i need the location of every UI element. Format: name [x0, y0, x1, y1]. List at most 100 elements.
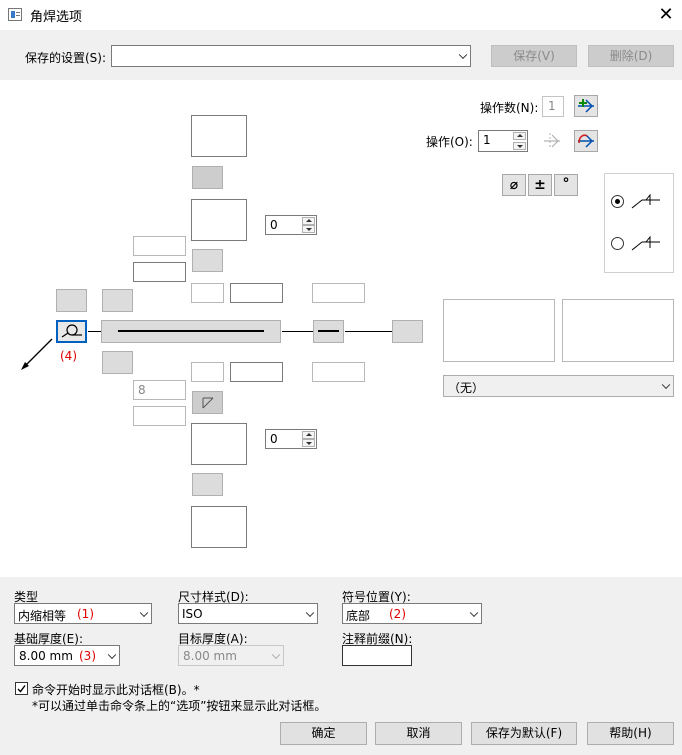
leader-arrow-icon: [21, 338, 53, 370]
delete-button[interactable]: 删除(D): [588, 45, 674, 67]
lower-pitch-field[interactable]: [312, 362, 365, 382]
remove-operation-button[interactable]: [574, 130, 598, 152]
checkmark-icon: [17, 685, 26, 693]
split-operation-button[interactable]: [540, 130, 564, 152]
chevron-down-icon: [271, 650, 281, 659]
help-button[interactable]: 帮助(H): [587, 722, 674, 745]
split-op-icon: [544, 133, 560, 149]
tail-line: [318, 330, 339, 332]
type-combo[interactable]: 内缩相等 (1): [14, 603, 152, 624]
upper-count-spinner[interactable]: 0: [265, 215, 317, 235]
symbol-style-group: [604, 173, 674, 273]
weld-all-around-button[interactable]: [56, 320, 87, 343]
lower-count-spinner[interactable]: 0: [265, 429, 317, 449]
lower-field-bottom[interactable]: [191, 506, 247, 548]
ref-line-segment-3: [345, 331, 392, 332]
symbol-position-combo[interactable]: 底部 (2): [342, 603, 482, 624]
upper-size-field[interactable]: [191, 283, 224, 303]
target-thickness-label: 目标厚度(A):: [178, 632, 248, 646]
add-operation-button[interactable]: [574, 95, 598, 117]
target-thickness-combo[interactable]: 8.00 mm: [178, 645, 284, 666]
type-value: 内缩相等: [18, 609, 67, 623]
upper-field-mid[interactable]: [191, 199, 247, 241]
left-symbol-upper-1[interactable]: [56, 289, 87, 312]
left-symbol-lower[interactable]: [102, 351, 133, 374]
cancel-button[interactable]: 取消: [375, 722, 462, 745]
degree-symbol-button[interactable]: °: [554, 174, 578, 196]
left-symbol-upper-2[interactable]: [102, 289, 133, 312]
target-thickness-value: 8.00 mm: [183, 649, 237, 663]
op-spinner[interactable]: 1: [478, 130, 528, 152]
preview-box-left[interactable]: [443, 299, 555, 362]
chevron-down-icon: [469, 608, 479, 617]
saved-settings-label: 保存的设置(S):: [25, 51, 107, 65]
lower-prefix-field-2[interactable]: [133, 406, 186, 426]
window-title: 角焊选项: [30, 10, 83, 25]
op-count-value: 1: [548, 99, 556, 113]
upper-pitch-field[interactable]: [312, 283, 365, 303]
upper-prefix-field-2[interactable]: [133, 262, 186, 282]
add-op-icon: [578, 99, 594, 113]
op-label: 操作(O):: [426, 135, 473, 149]
save-default-button[interactable]: 保存为默认(F): [471, 722, 577, 745]
annotation-4: (4): [60, 349, 77, 363]
dim-style-value: ISO: [182, 607, 203, 621]
upper-length-field[interactable]: [230, 283, 283, 303]
save-button[interactable]: 保存(V): [491, 45, 577, 67]
chevron-down-icon: [139, 608, 149, 617]
base-thickness-combo[interactable]: 8.00 mm (3): [14, 645, 120, 666]
op-value: 1: [483, 133, 491, 147]
fillet-weld-icon: [202, 397, 214, 409]
upper-count-value: 0: [270, 218, 278, 232]
tail-symbol-button[interactable]: [313, 320, 344, 343]
lower-length-field[interactable]: [230, 362, 283, 382]
chevron-down-icon: [305, 608, 315, 617]
note-prefix-input[interactable]: [342, 645, 412, 666]
lower-prefix-value: 8: [138, 383, 146, 397]
reference-line-field[interactable]: [101, 320, 281, 343]
show-dialog-checkbox[interactable]: [15, 682, 28, 695]
type-label: 类型: [14, 590, 39, 604]
lower-prefix-field-1[interactable]: 8: [133, 380, 186, 400]
tail-combo-value: （无）: [448, 381, 485, 395]
dim-style-combo[interactable]: ISO: [178, 603, 318, 624]
radio-style-2[interactable]: [611, 237, 624, 250]
lower-count-value: 0: [270, 432, 278, 446]
annotation-2: (2): [389, 607, 406, 621]
upper-prefix-field-1[interactable]: [133, 236, 186, 256]
spin-up-icon[interactable]: [513, 132, 526, 140]
preview-box-right[interactable]: [562, 299, 674, 362]
note-prefix-label: 注释前缀(N):: [342, 632, 413, 646]
weld-symbol-other-side-icon: [631, 235, 660, 251]
lower-size-field[interactable]: [191, 362, 224, 382]
ref-line-segment-1: [88, 331, 101, 332]
chevron-down-icon: [661, 380, 671, 390]
ref-line-segment-2: [282, 331, 313, 332]
symbol-position-label: 符号位置(Y):: [342, 590, 411, 604]
spin-down-icon[interactable]: [513, 142, 526, 150]
dim-style-label: 尺寸样式(D):: [178, 590, 249, 604]
base-thickness-value: 8.00 mm: [19, 649, 73, 663]
spin-up-icon[interactable]: [302, 217, 315, 225]
op-count-label: 操作数(N):: [480, 101, 539, 115]
op-count-field[interactable]: 1: [542, 96, 564, 117]
close-button[interactable]: ✕: [658, 4, 674, 25]
radio-style-1[interactable]: [611, 195, 624, 208]
spin-up-icon[interactable]: [302, 431, 315, 439]
hint-text: *可以通过单击命令条上的“选项”按钮来显示此对话框。: [32, 699, 327, 713]
lower-symbol-2[interactable]: [192, 473, 223, 496]
diameter-symbol-button[interactable]: ⌀: [502, 174, 526, 196]
symbol-position-value: 底部: [346, 609, 371, 623]
plusminus-symbol-button[interactable]: ±: [528, 174, 552, 196]
spin-down-icon[interactable]: [302, 439, 315, 447]
spin-down-icon[interactable]: [302, 225, 315, 233]
tail-combo[interactable]: （无）: [443, 375, 674, 397]
upper-symbol-1[interactable]: [192, 166, 223, 189]
tail-end-button[interactable]: [392, 320, 423, 343]
lower-symbol-fillet[interactable]: [192, 391, 223, 414]
saved-settings-combo[interactable]: [111, 45, 471, 67]
upper-symbol-2[interactable]: [192, 249, 223, 272]
lower-field-mid[interactable]: [191, 423, 247, 465]
upper-field-top[interactable]: [191, 115, 247, 157]
ok-button[interactable]: 确定: [280, 722, 367, 745]
